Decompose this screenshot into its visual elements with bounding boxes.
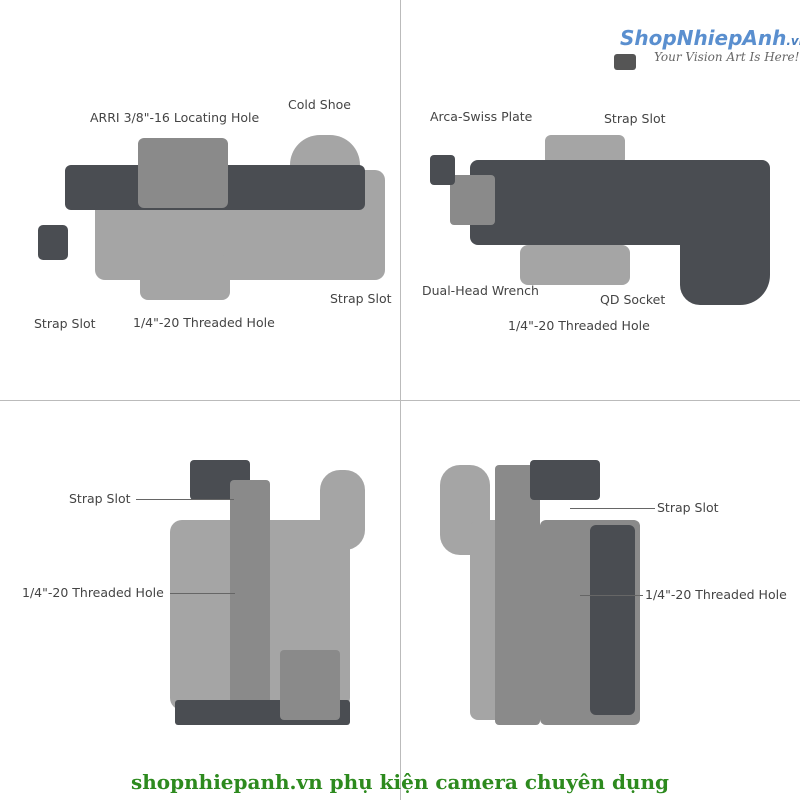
label-threaded-hole: 1/4"-20 Threaded Hole bbox=[508, 318, 650, 333]
label-strap-slot-left: Strap Slot bbox=[34, 316, 96, 331]
label-cold-shoe: Cold Shoe bbox=[288, 97, 351, 112]
logo-tagline: Your Vision Art Is Here! bbox=[654, 50, 800, 64]
label-strap-slot: Strap Slot bbox=[657, 500, 719, 515]
shop-logo: ShopNhiepAnh.vn Your Vision Art Is Here! bbox=[612, 24, 800, 79]
label-strap-slot: Strap Slot bbox=[604, 111, 666, 126]
label-arri-locating-hole: ARRI 3/8"-16 Locating Hole bbox=[90, 110, 260, 125]
label-dual-head-wrench: Dual-Head Wrench bbox=[422, 283, 539, 298]
label-threaded-hole: 1/4"-20 Threaded Hole bbox=[22, 585, 164, 600]
label-arca-swiss-plate: Arca-Swiss Plate bbox=[430, 109, 533, 124]
camera-icon bbox=[614, 54, 636, 70]
label-strap-slot-right: Strap Slot bbox=[330, 291, 392, 306]
label-qd-socket: QD Socket bbox=[600, 292, 666, 307]
leader-line bbox=[136, 499, 234, 500]
logo-tld: .vn bbox=[786, 34, 800, 48]
label-threaded-hole: 1/4"-20 Threaded Hole bbox=[133, 315, 275, 330]
logo-brand: ShopNhiepAnh bbox=[620, 26, 787, 50]
horizontal-divider bbox=[0, 400, 800, 401]
leader-line bbox=[580, 595, 643, 596]
footer-watermark: shopnhiepanh.vn phụ kiện camera chuyên d… bbox=[131, 770, 669, 794]
leader-line bbox=[170, 593, 235, 594]
label-threaded-hole: 1/4"-20 Threaded Hole bbox=[645, 587, 787, 602]
label-strap-slot: Strap Slot bbox=[69, 491, 131, 506]
leader-line bbox=[570, 508, 655, 509]
